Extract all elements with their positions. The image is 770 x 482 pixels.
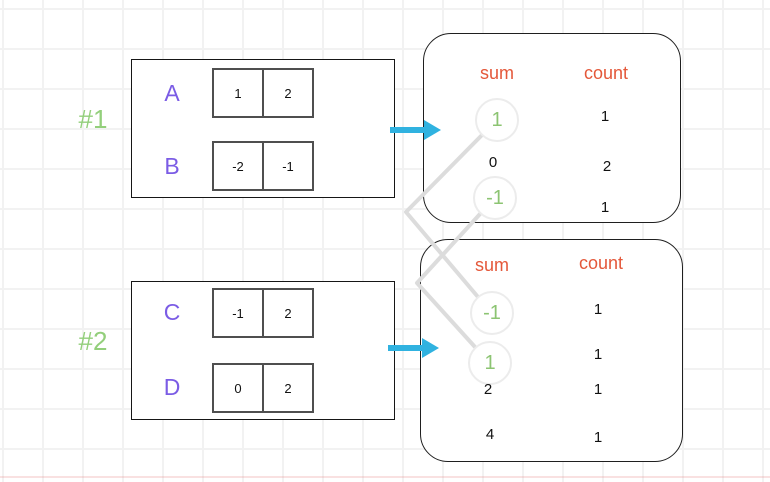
row-label-b: B [164, 153, 180, 179]
sum-header-1: sum [479, 63, 514, 83]
row-label-a: A [164, 80, 180, 106]
count-header-1: count [583, 63, 629, 83]
count-value: 1 [600, 108, 610, 125]
array-d-cell-0: 0 [212, 363, 264, 413]
group-label-1: #1 [78, 104, 108, 134]
sum-value: 0 [488, 154, 498, 171]
row-label-d: D [163, 374, 181, 400]
highlighted-sum-1-group2: 1 [468, 341, 512, 385]
row-label-c: C [163, 299, 181, 325]
array-b-cell-0: -2 [212, 141, 264, 191]
highlighted-sum-neg1-group1: -1 [473, 176, 517, 220]
count-value: 1 [593, 346, 603, 363]
array-a: 1 2 [212, 68, 314, 118]
array-c-cell-0: -1 [212, 288, 264, 338]
array-d: 0 2 [212, 363, 314, 413]
array-d-cell-1: 2 [262, 363, 314, 413]
count-value: 1 [593, 381, 603, 398]
highlighted-sum-neg1-group2: -1 [470, 291, 514, 335]
count-value: 1 [600, 199, 610, 216]
count-header-2: count [578, 253, 624, 273]
array-c: -1 2 [212, 288, 314, 338]
count-value: 1 [593, 301, 603, 318]
count-value: 1 [593, 429, 603, 446]
sum-value: 4 [485, 426, 495, 443]
array-c-cell-1: 2 [262, 288, 314, 338]
array-b-cell-1: -1 [262, 141, 314, 191]
group-label-2: #2 [78, 326, 108, 356]
result-box-1 [423, 33, 681, 223]
count-value: 2 [602, 158, 612, 175]
sum-value: 2 [483, 381, 493, 398]
highlighted-sum-1-group1: 1 [475, 98, 519, 142]
result-box-2 [420, 239, 683, 462]
array-a-cell-1: 2 [262, 68, 314, 118]
array-b: -2 -1 [212, 141, 314, 191]
sum-header-2: sum [474, 255, 509, 275]
grid-accent-line [0, 476, 770, 478]
array-a-cell-0: 1 [212, 68, 264, 118]
